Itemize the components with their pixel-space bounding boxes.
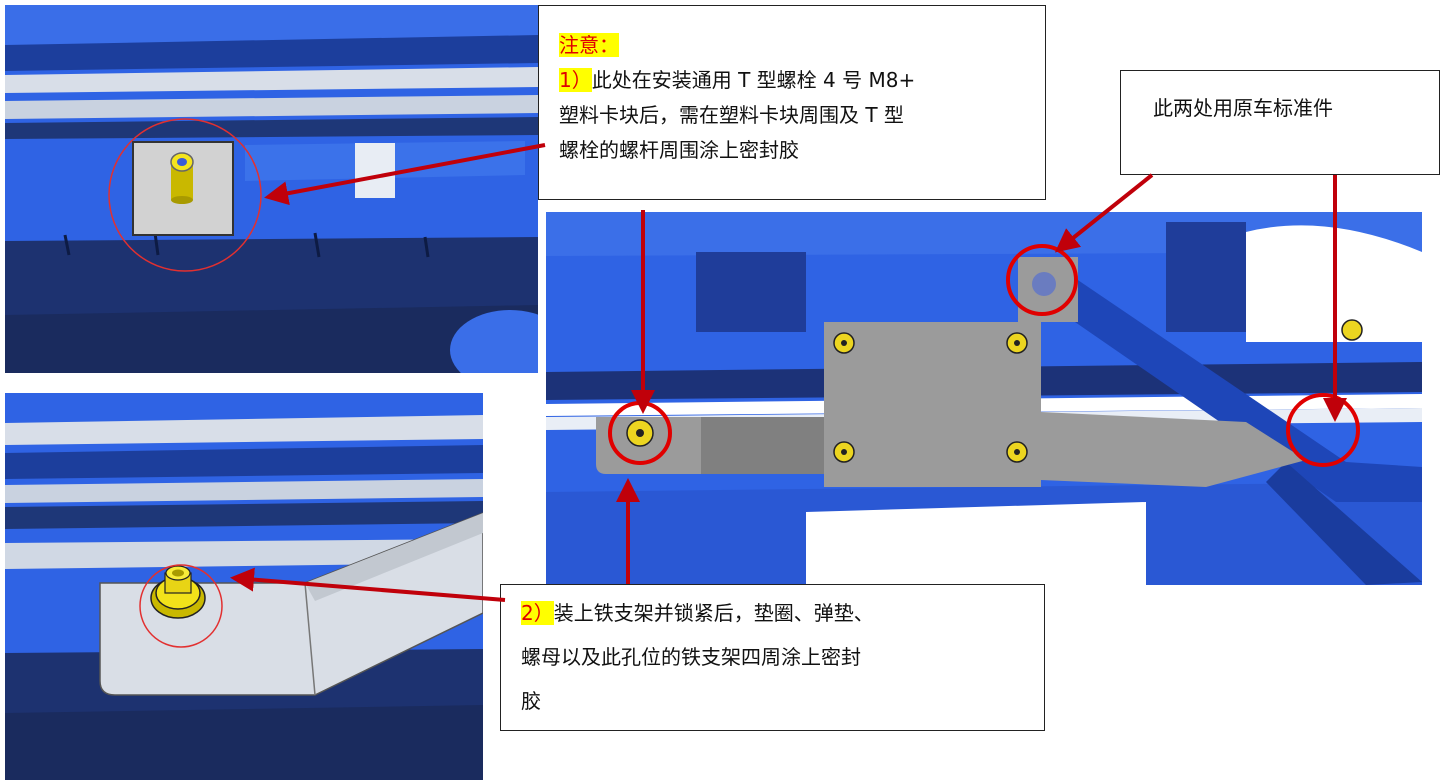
note-1-line-2: 塑料卡块后，需在塑料卡块周围及 T 型 (559, 103, 904, 127)
standard-parts-callout: 此两处用原车标准件 (1120, 70, 1440, 175)
note-number-1: 1） (559, 68, 592, 92)
note-2-line-2: 螺母以及此孔位的铁支架四周涂上密封 (521, 645, 861, 669)
note-2-line-3: 胶 (521, 689, 541, 713)
note-heading: 注意： (559, 33, 619, 57)
standard-parts-text: 此两处用原车标准件 (1153, 96, 1333, 120)
photo-tbolt-clip (5, 5, 538, 373)
note-callout-1: 注意： 1）此处在安装通用 T 型螺栓 4 号 M8+ 塑料卡块后，需在塑料卡块… (538, 5, 1046, 200)
note-1-line-1: 此处在安装通用 T 型螺栓 4 号 M8+ (591, 68, 916, 92)
note-2-line-1: 装上铁支架并锁紧后，垫圈、弹垫、 (553, 601, 874, 625)
note-1-line-3: 螺栓的螺杆周围涂上密封胶 (559, 138, 799, 162)
note-callout-2: 2）装上铁支架并锁紧后，垫圈、弹垫、 螺母以及此孔位的铁支架四周涂上密封 胶 (500, 584, 1045, 731)
photo-bracket-assembly (546, 212, 1422, 585)
photo-nut-bracket (5, 393, 483, 780)
note-number-2: 2） (521, 601, 554, 625)
